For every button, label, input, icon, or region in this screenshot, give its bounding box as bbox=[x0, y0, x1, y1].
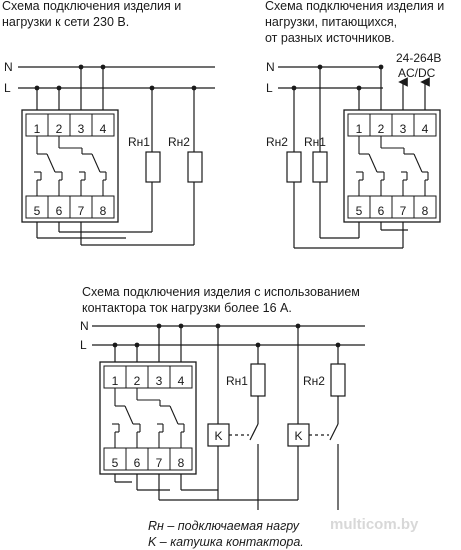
neutral-label-3: N bbox=[80, 319, 89, 333]
line-label-1: L bbox=[4, 81, 11, 95]
rh2-label-3: Rн2 bbox=[303, 374, 325, 388]
caption-left: Схема подключения изделия и нагрузки к с… bbox=[2, 0, 181, 30]
supply-voltage-label: 24-264В bbox=[396, 51, 441, 65]
legend-line-1: Rн – подключаемая нагру bbox=[148, 519, 300, 533]
terminal-6: 6 bbox=[378, 204, 385, 218]
junction-dots-2 bbox=[291, 64, 384, 91]
rh1-label-3: Rн1 bbox=[226, 374, 248, 388]
legend-line-2: K – катушка контактора. bbox=[148, 535, 304, 549]
caption-left-line-1: Схема подключения изделия и bbox=[2, 0, 182, 13]
caption-bottom: Схема подключения изделия с использовани… bbox=[82, 284, 360, 316]
coil-k-label-1: K bbox=[214, 429, 222, 443]
line-label-3: L bbox=[80, 338, 87, 352]
neutral-label-1: N bbox=[4, 60, 13, 74]
caption-bottom-line-2: контактора ток нагрузки более 16 А. bbox=[82, 301, 292, 315]
neutral-label-2: N bbox=[266, 60, 275, 74]
rh2-label-2: Rн2 bbox=[266, 135, 288, 149]
load-rh2-resistor-2 bbox=[286, 151, 302, 183]
load-rh1-resistor-2 bbox=[312, 151, 328, 183]
terminal-8: 8 bbox=[178, 456, 185, 470]
terminal-5: 5 bbox=[356, 204, 363, 218]
load-rh2-resistor bbox=[187, 151, 203, 183]
line-label-2: L bbox=[266, 81, 273, 95]
caption-right: Схема подключения изделия и нагрузки, пи… bbox=[265, 0, 444, 46]
load-rh1-resistor-3 bbox=[250, 363, 266, 397]
load-rh1-resistor bbox=[145, 151, 161, 183]
terminal-5: 5 bbox=[34, 204, 41, 218]
supply-type-label: AC/DC bbox=[398, 66, 436, 80]
terminal-8: 8 bbox=[100, 204, 107, 218]
rh2-label-1: Rн2 bbox=[168, 135, 190, 149]
junction-dots-1 bbox=[34, 64, 197, 91]
caption-right-line-1: Схема подключения изделия и bbox=[265, 0, 445, 13]
terminal-8: 8 bbox=[422, 204, 429, 218]
terminal-2: 2 bbox=[134, 374, 141, 388]
caption-right-line-3: от разных источников. bbox=[265, 31, 395, 45]
coil-k-label-2: K bbox=[294, 429, 302, 443]
terminal-5: 5 bbox=[112, 456, 119, 470]
terminal-4: 4 bbox=[178, 374, 185, 388]
terminal-3: 3 bbox=[78, 122, 85, 136]
caption-left-line-2: нагрузки к сети 230 В. bbox=[2, 15, 130, 29]
terminal-6: 6 bbox=[56, 204, 63, 218]
diagram-3 bbox=[92, 325, 365, 510]
diagram-1 bbox=[18, 66, 215, 246]
contactor-coil-1 bbox=[207, 423, 230, 447]
load-rh2-resistor-3 bbox=[330, 363, 346, 397]
terminal-7: 7 bbox=[400, 204, 407, 218]
terminal-2: 2 bbox=[56, 122, 63, 136]
caption-right-line-2: нагрузки, питающихся, bbox=[265, 15, 398, 29]
contactor-coil-2 bbox=[287, 423, 310, 447]
rh1-label-1: Rн1 bbox=[128, 135, 150, 149]
terminal-1: 1 bbox=[34, 122, 41, 136]
terminal-7: 7 bbox=[78, 204, 85, 218]
terminal-7: 7 bbox=[156, 456, 163, 470]
terminal-2: 2 bbox=[378, 122, 385, 136]
watermark: multicom.by bbox=[330, 516, 419, 533]
terminal-3: 3 bbox=[156, 374, 163, 388]
terminal-4: 4 bbox=[422, 122, 429, 136]
rh1-label-2: Rн1 bbox=[304, 135, 326, 149]
caption-bottom-line-1: Схема подключения изделия с использовани… bbox=[82, 285, 360, 299]
junction-dots-3 bbox=[112, 323, 341, 348]
terminal-3: 3 bbox=[400, 122, 407, 136]
terminal-1: 1 bbox=[356, 122, 363, 136]
terminal-1: 1 bbox=[112, 374, 119, 388]
legend: Rн – подключаемая нагру K – катушка конт… bbox=[148, 518, 304, 550]
terminal-6: 6 bbox=[134, 456, 141, 470]
terminal-4: 4 bbox=[100, 122, 107, 136]
